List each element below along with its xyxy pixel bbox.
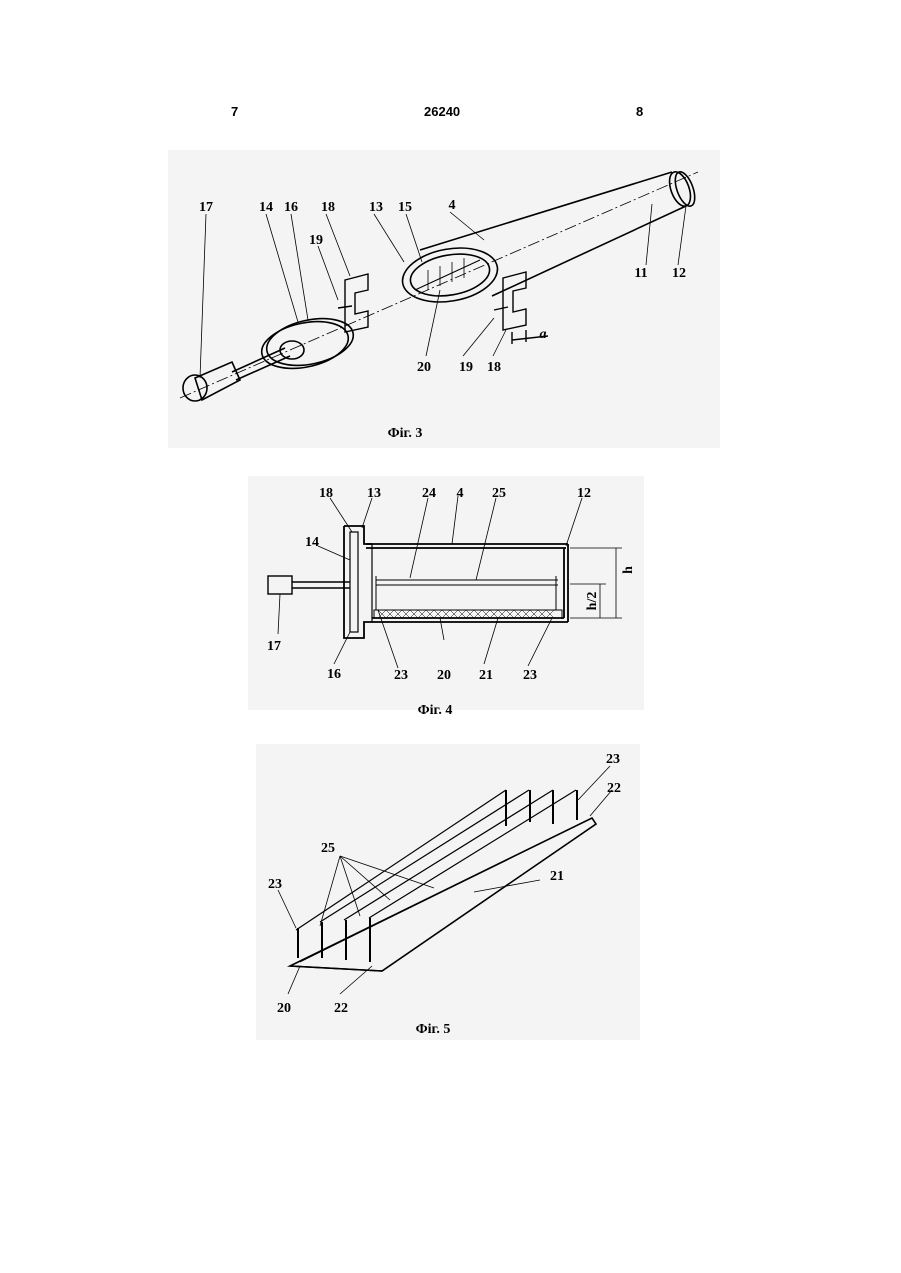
fig5-label-22-bottom: 22 bbox=[334, 1001, 348, 1016]
fig4-label-12: 12 bbox=[577, 486, 591, 501]
fig3-label-19-top: 19 bbox=[309, 233, 323, 248]
fig3-caption: Фiг. 3 bbox=[388, 426, 423, 441]
fig5-label-25: 25 bbox=[321, 841, 335, 856]
fig3-label-18-top: 18 bbox=[321, 200, 335, 215]
fig4-label-4: 4 bbox=[457, 486, 464, 501]
fig5-label-23-top: 23 bbox=[606, 752, 620, 767]
fig3-label-14: 14 bbox=[259, 200, 273, 215]
fig4-label-h-half: h/2 bbox=[585, 592, 600, 611]
fig3-label-12: 12 bbox=[672, 266, 686, 281]
fig3-label-13: 13 bbox=[369, 200, 383, 215]
fig5-label-22-top: 22 bbox=[607, 781, 621, 796]
figure-5: 23 22 25 21 23 20 22 Фiг. 5 bbox=[0, 740, 901, 1045]
fig4-label-14: 14 bbox=[305, 535, 319, 550]
fig3-label-4: 4 bbox=[449, 198, 456, 213]
fig4-label-13: 13 bbox=[367, 486, 381, 501]
fig3-label-17: 17 bbox=[199, 200, 213, 215]
fig3-label-20: 20 bbox=[417, 360, 431, 375]
fig4-label-20: 20 bbox=[437, 668, 451, 683]
fig3-label-a: a bbox=[540, 327, 547, 342]
fig4-label-18: 18 bbox=[319, 486, 333, 501]
fig5-caption: Фiг. 5 bbox=[416, 1022, 451, 1037]
fig4-label-24: 24 bbox=[422, 486, 436, 501]
fig3-label-15: 15 bbox=[398, 200, 412, 215]
fig4-label-h: h bbox=[621, 566, 636, 574]
fig5-label-20: 20 bbox=[277, 1001, 291, 1016]
fig3-label-19-bottom: 19 bbox=[459, 360, 473, 375]
fig5-label-23-left: 23 bbox=[268, 877, 282, 892]
figure-4: 18 13 24 4 25 12 14 17 16 23 20 21 23 h … bbox=[0, 470, 901, 730]
fig3-label-16: 16 bbox=[284, 200, 298, 215]
fig4-label-23-right: 23 bbox=[523, 668, 537, 683]
fig3-label-11: 11 bbox=[634, 266, 647, 281]
fig4-label-25: 25 bbox=[492, 486, 506, 501]
figure-3: 17 14 16 18 19 13 15 4 11 12 20 19 18 a … bbox=[0, 0, 901, 450]
fig4-label-21: 21 bbox=[479, 668, 493, 683]
fig5-label-21: 21 bbox=[550, 869, 564, 884]
fig3-label-18-bottom: 18 bbox=[487, 360, 501, 375]
fig4-caption: Фiг. 4 bbox=[418, 703, 453, 718]
fig4-label-16: 16 bbox=[327, 667, 341, 682]
fig4-label-17: 17 bbox=[267, 639, 281, 654]
fig4-label-23-left: 23 bbox=[394, 668, 408, 683]
